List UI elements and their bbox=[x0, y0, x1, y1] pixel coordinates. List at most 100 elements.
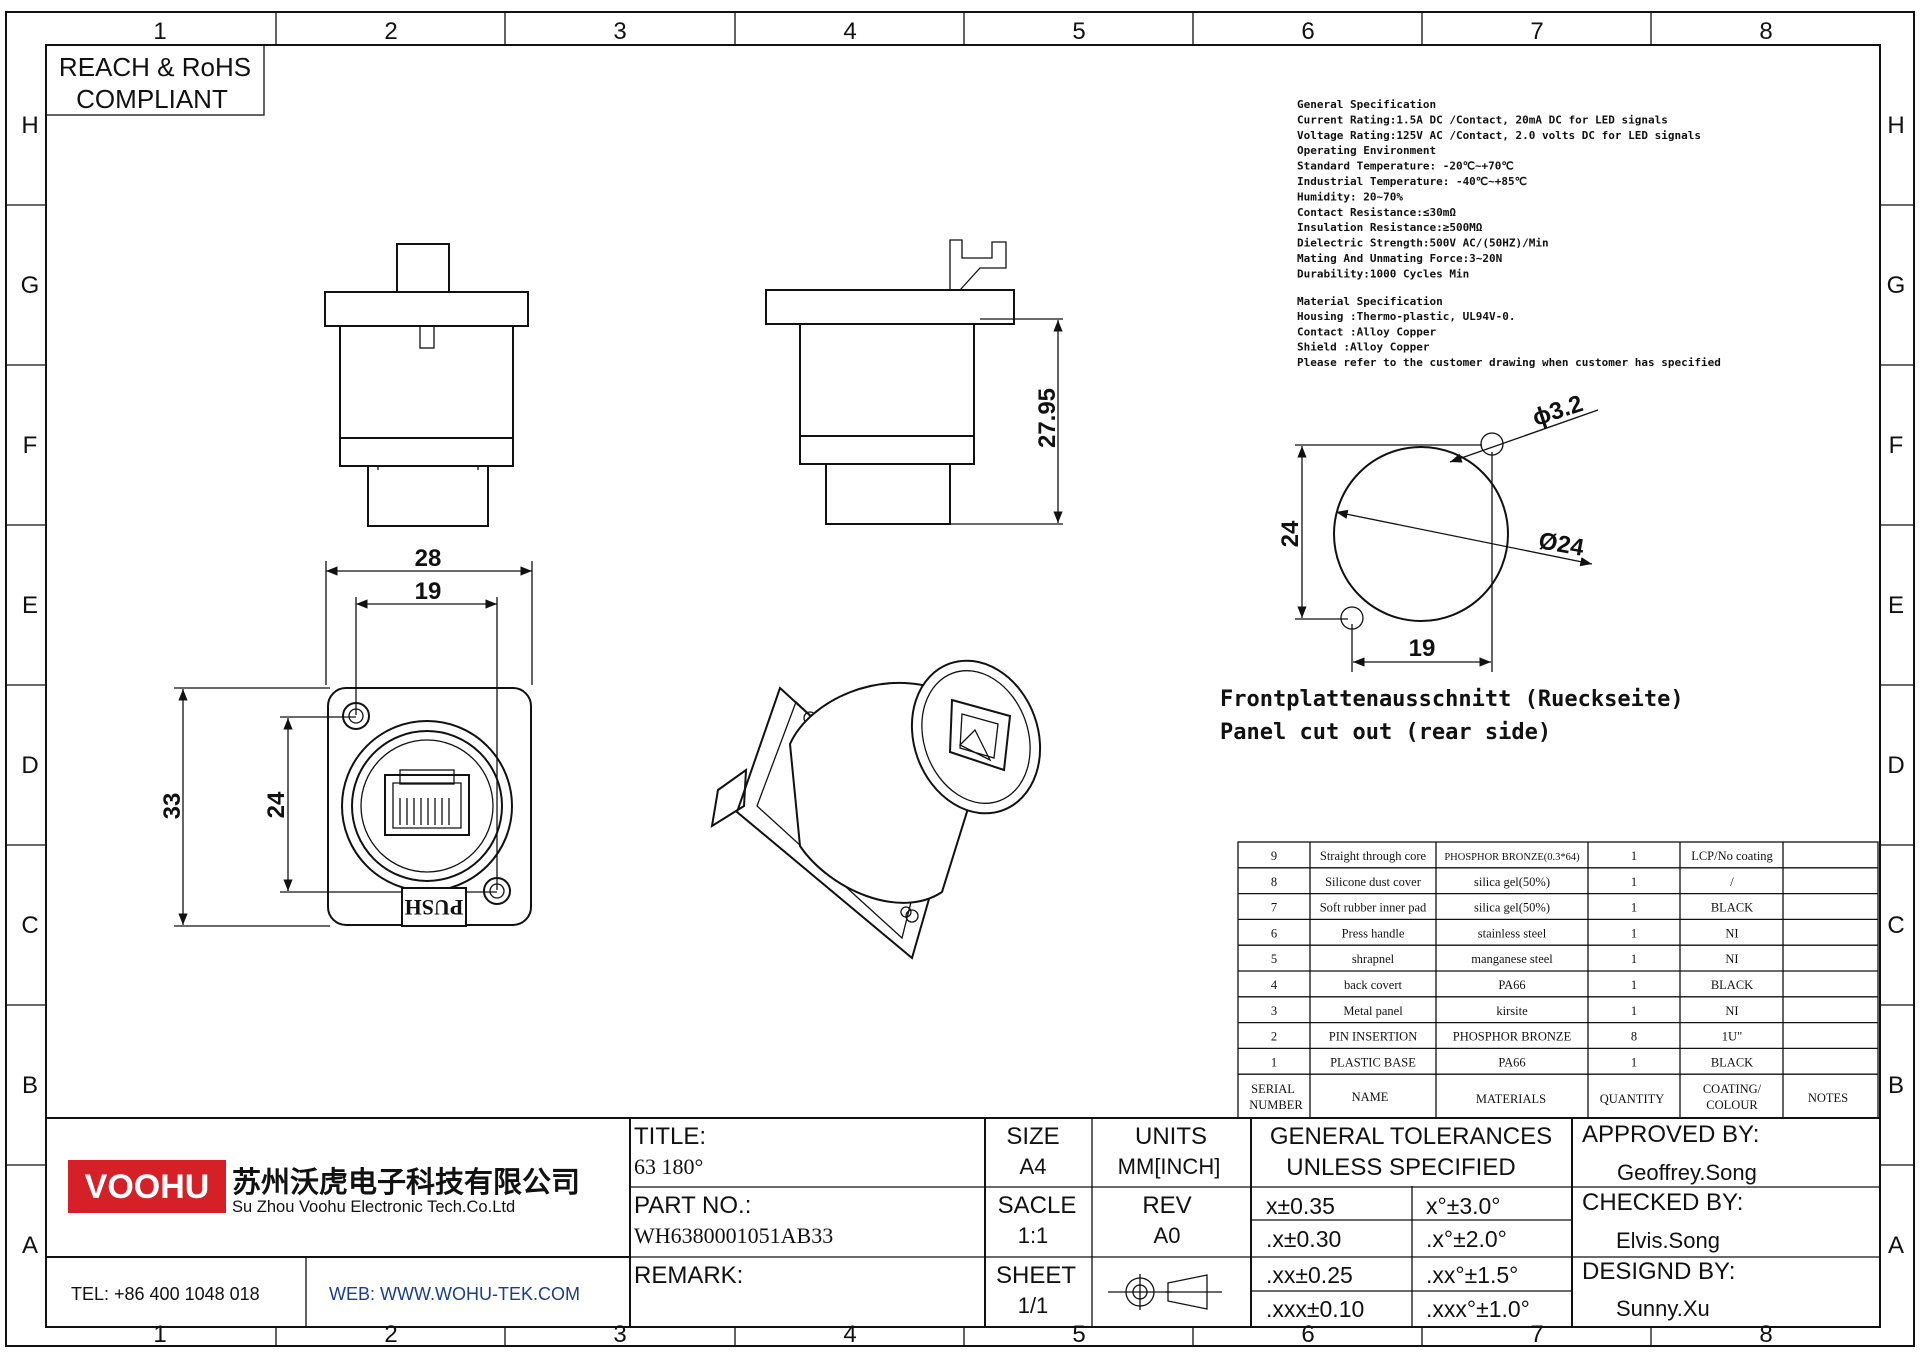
compliance-line-2: COMPLIANT bbox=[76, 84, 228, 114]
contact-tel: TEL: +86 400 1048 018 bbox=[71, 1284, 260, 1304]
bom-cell-material: PA66 bbox=[1498, 978, 1525, 992]
bom-header-notes: NOTES bbox=[1808, 1091, 1848, 1105]
bom-cell-coating: BLACK bbox=[1711, 1055, 1753, 1069]
bom-header-row: SERIAL NUMBER NAME MATERIALS QUANTITY CO… bbox=[1249, 1082, 1848, 1112]
cutout-vertical-dim: 24 bbox=[1277, 520, 1304, 547]
title-label: TITLE: bbox=[634, 1123, 706, 1150]
logo-red-block bbox=[68, 1160, 226, 1213]
bom-header-coating-2: COLOUR bbox=[1706, 1098, 1758, 1112]
approved-label: APPROVED BY: bbox=[1582, 1121, 1759, 1148]
bom-cell-qty: 1 bbox=[1631, 849, 1637, 863]
tolerance-angular: .xx°±1.5° bbox=[1426, 1262, 1518, 1288]
units-value: MM[INCH] bbox=[1118, 1154, 1221, 1179]
spec-general-line: Industrial Temperature: -40℃~+85℃ bbox=[1297, 175, 1527, 188]
checked-value: Elvis.Song bbox=[1616, 1228, 1720, 1253]
remark-label: REMARK: bbox=[634, 1262, 743, 1289]
bom-cell-material: stainless steel bbox=[1478, 926, 1547, 940]
spec-general-line: Operating Environment bbox=[1297, 144, 1436, 157]
column-label-bottom: 2 bbox=[384, 1321, 397, 1348]
spec-general-line: Insulation Resistance:≥500MΩ bbox=[1297, 221, 1483, 234]
spec-material-line: Shield :Alloy Copper bbox=[1297, 341, 1430, 354]
sheet-value: 1/1 bbox=[1018, 1293, 1049, 1318]
column-label-bottom: 5 bbox=[1072, 1321, 1085, 1348]
tolerance-angular: .xxx°±1.0° bbox=[1426, 1296, 1530, 1322]
bom-cell-qty: 1 bbox=[1631, 978, 1637, 992]
bom-cell-name: Soft rubber inner pad bbox=[1320, 901, 1427, 915]
bom-cell-coating: NI bbox=[1725, 1004, 1738, 1018]
tolerances-title-2: UNLESS SPECIFIED bbox=[1286, 1154, 1515, 1181]
column-label-bottom: 7 bbox=[1530, 1321, 1543, 1348]
bom-cell-qty: 1 bbox=[1631, 952, 1637, 966]
spec-general-line: Contact Resistance:≤30mΩ bbox=[1297, 206, 1456, 219]
scale-label: SACLE bbox=[998, 1192, 1077, 1219]
tolerance-linear: x±0.35 bbox=[1266, 1193, 1335, 1219]
bom-header-name: NAME bbox=[1352, 1090, 1389, 1104]
compliance-box: REACH & RoHS COMPLIANT bbox=[45, 44, 265, 116]
bom-cell-material: manganese steel bbox=[1471, 952, 1553, 966]
rev-value: A0 bbox=[1154, 1223, 1181, 1248]
bom-cell-qty: 1 bbox=[1631, 875, 1637, 889]
row-label-right: C bbox=[1887, 912, 1904, 939]
bom-cell-coating: NI bbox=[1725, 952, 1738, 966]
bom-cell-name: Silicone dust cover bbox=[1325, 875, 1422, 889]
bom-cell-qty: 1 bbox=[1631, 1004, 1637, 1018]
bom-header-serial-2: NUMBER bbox=[1249, 1098, 1303, 1112]
bom-cell-no: 3 bbox=[1271, 1004, 1277, 1018]
connector-panel-view: 28 19 33 24 PUSH bbox=[159, 545, 533, 927]
row-label-left: B bbox=[22, 1072, 38, 1099]
bom-cell-material: PHOSPHOR BRONZE bbox=[1453, 1030, 1572, 1044]
cutout-hole-dia: ϕ3.2 bbox=[1529, 390, 1586, 432]
panel-cutout-view: ϕ3.2 Ø24 24 19 Frontplattenausschnitt (R… bbox=[1220, 390, 1684, 745]
connector-isometric-view bbox=[710, 659, 1042, 960]
bom-cell-name: Straight through core bbox=[1320, 849, 1427, 863]
company-name-en: Su Zhou Voohu Electronic Tech.Co.Ltd bbox=[232, 1198, 515, 1216]
cutout-caption-en: Panel cut out (rear side) bbox=[1220, 720, 1551, 745]
column-label-top: 4 bbox=[843, 18, 856, 45]
bom-cell-material: kirsite bbox=[1496, 1004, 1528, 1018]
column-label-top: 8 bbox=[1759, 18, 1772, 45]
bom-cell-name: Press handle bbox=[1342, 926, 1405, 940]
cutout-horizontal-dim: 19 bbox=[1409, 635, 1436, 662]
column-label-bottom: 8 bbox=[1759, 1321, 1772, 1348]
row-label-right: D bbox=[1887, 752, 1904, 779]
bom-cell-no: 8 bbox=[1271, 875, 1277, 889]
dim-width-holes: 19 bbox=[415, 578, 442, 605]
row-label-right: A bbox=[1888, 1232, 1904, 1259]
row-label-left: E bbox=[22, 592, 38, 619]
row-label-left: G bbox=[21, 272, 40, 299]
column-label-bottom: 6 bbox=[1301, 1321, 1314, 1348]
approved-value: Geoffrey.Song bbox=[1617, 1160, 1757, 1185]
spec-general-line: General Specification bbox=[1297, 98, 1436, 111]
spec-general-line: Voltage Rating:125V AC /Contact, 2.0 vol… bbox=[1297, 129, 1701, 142]
bom-header-quantity: QUANTITY bbox=[1600, 1092, 1665, 1106]
column-label-top: 1 bbox=[153, 18, 166, 45]
spec-general-line: Current Rating:1.5A DC /Contact, 20mA DC… bbox=[1297, 113, 1668, 126]
column-label-top: 6 bbox=[1301, 18, 1314, 45]
dim-height-side: 27.95 bbox=[1034, 388, 1061, 448]
bom-cell-no: 2 bbox=[1271, 1030, 1277, 1044]
bom-cell-no: 7 bbox=[1271, 901, 1277, 915]
bom-cell-qty: 1 bbox=[1631, 926, 1637, 940]
bom-cell-no: 5 bbox=[1271, 952, 1277, 966]
column-label-bottom: 3 bbox=[613, 1321, 626, 1348]
part-number-value: WH6380001051AB33 bbox=[634, 1223, 833, 1248]
column-label-bottom: 4 bbox=[843, 1321, 856, 1348]
bom-header-serial-1: SERIAL bbox=[1251, 1082, 1295, 1096]
tolerance-angular: .x°±2.0° bbox=[1426, 1226, 1507, 1252]
bom-cell-qty: 1 bbox=[1631, 901, 1637, 915]
bom-cell-coating: LCP/No coating bbox=[1691, 849, 1773, 863]
size-label: SIZE bbox=[1006, 1123, 1059, 1150]
spec-material-line: Contact :Alloy Copper bbox=[1297, 325, 1436, 338]
compliance-line-1: REACH & RoHS bbox=[59, 52, 251, 82]
sheet-label: SHEET bbox=[996, 1262, 1076, 1289]
bom-cell-name: back covert bbox=[1344, 978, 1402, 992]
scale-value: 1:1 bbox=[1018, 1223, 1049, 1248]
connector-front-view bbox=[324, 243, 529, 527]
row-label-left: H bbox=[21, 112, 38, 139]
row-label-right: F bbox=[1889, 432, 1904, 459]
row-label-right: G bbox=[1887, 272, 1906, 299]
bom-header-materials: MATERIALS bbox=[1476, 1092, 1546, 1106]
spec-general-line: Humidity: 20~70% bbox=[1297, 190, 1403, 203]
